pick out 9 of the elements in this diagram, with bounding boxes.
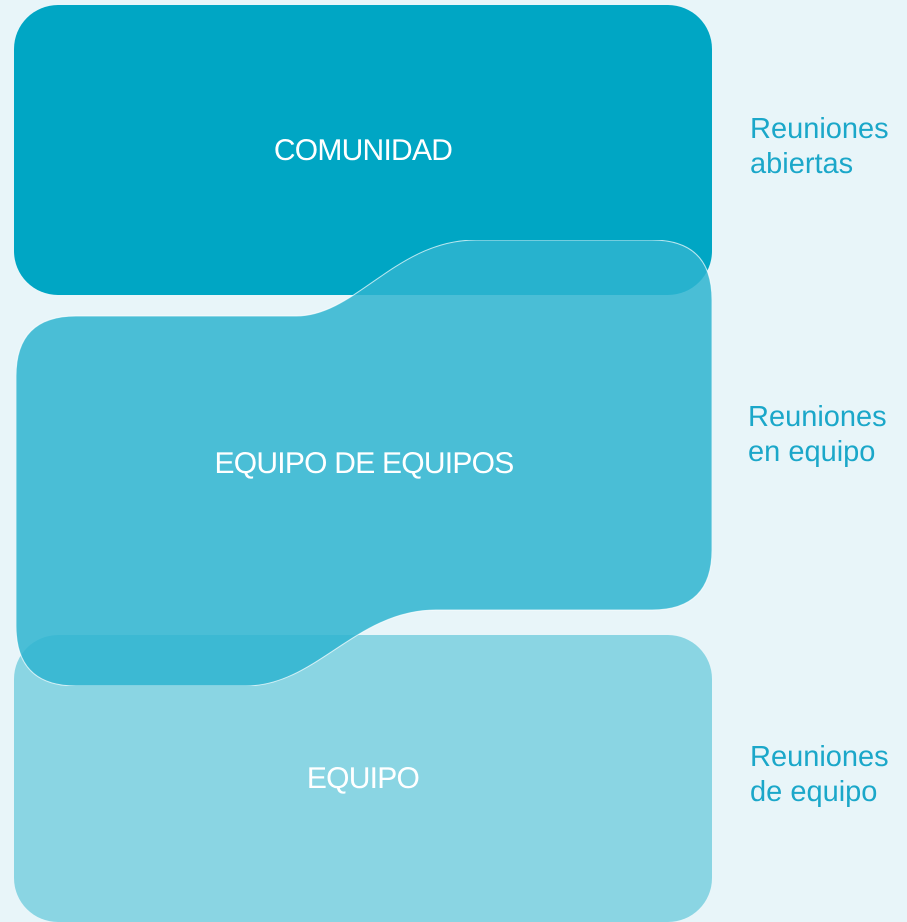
side-caption: Reuniones abiertas xyxy=(750,112,890,182)
side-caption: Reuniones en equipo xyxy=(748,400,888,470)
side-caption: Reuniones de equipo xyxy=(750,740,890,810)
band-title: EQUIPO DE EQUIPOS xyxy=(214,446,514,482)
rounded-band xyxy=(14,635,712,922)
curved-band xyxy=(16,240,712,686)
band-title: COMUNIDAD xyxy=(274,132,452,168)
band-title: EQUIPO xyxy=(306,761,420,797)
rounded-band xyxy=(14,5,712,295)
